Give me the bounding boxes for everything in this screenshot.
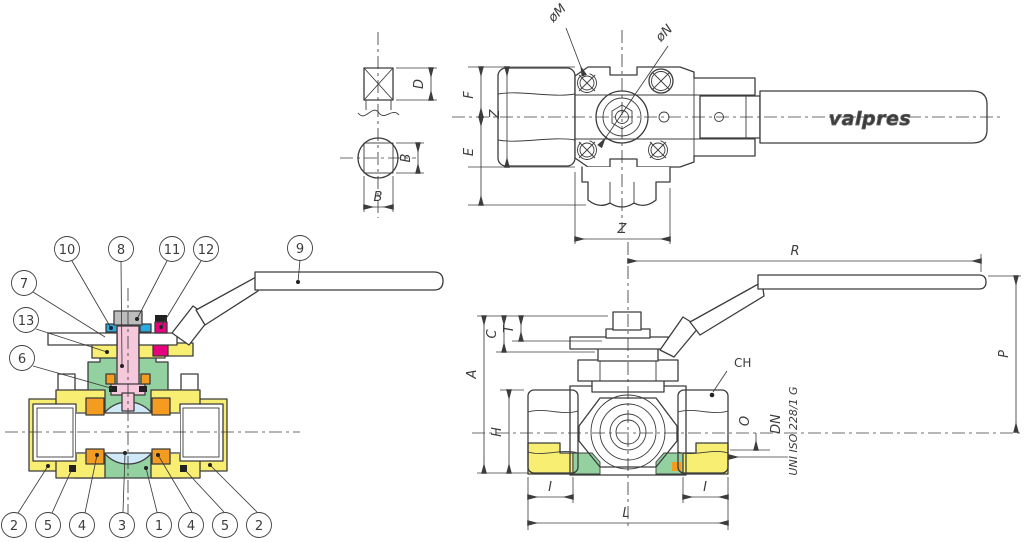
dim-label-z-bottom: Z [617, 222, 628, 237]
seat-bottom-left [85, 448, 105, 465]
dim-label-i-right: I [703, 480, 707, 495]
callout-7: 7 [11, 270, 37, 296]
dim-label-h: H [490, 427, 505, 437]
handle-grip-top [759, 90, 988, 144]
callout-1-label: 1 [155, 519, 163, 534]
valpres-logo: valpres [829, 108, 911, 130]
shaft-break [357, 100, 400, 117]
dim-label-r: R [790, 244, 799, 259]
dim-label-f: F [462, 91, 477, 99]
thrust-washer-left [105, 373, 116, 385]
bolt-hole-bottom-left [577, 140, 597, 160]
callout-6-label: 6 [18, 352, 26, 367]
thread-bore-right [179, 403, 224, 462]
section-view [5, 271, 444, 520]
dim-label-l: L [622, 506, 629, 521]
dim-label-c: C [485, 329, 500, 339]
callout-5-right: 5 [212, 512, 238, 538]
callout-2-right: 2 [246, 512, 272, 538]
side-connector-right [677, 389, 729, 474]
dim-label-b-bottom: B [374, 190, 383, 205]
top-bottom-port [581, 166, 671, 208]
callout-3-label: 3 [118, 519, 126, 534]
section-callout-leaders [17, 259, 301, 514]
hole-n [648, 68, 674, 94]
seat-bottom-right [151, 448, 171, 465]
seat-top-right [151, 397, 171, 416]
handle-arm [195, 275, 259, 326]
callout-9-label: 9 [296, 242, 304, 257]
side-handle-arm [689, 281, 765, 336]
callout-7-label: 7 [20, 277, 28, 292]
callout-13: 13 [13, 307, 39, 333]
dim-label-m: øM [545, 1, 570, 26]
top-view: valpres F E Z Z øM øN [452, 1, 1000, 244]
callout-2-left: 2 [1, 512, 27, 538]
side-handle-plate [569, 336, 669, 350]
callout-5l-label: 5 [44, 519, 52, 534]
stem-flats-square [363, 142, 394, 174]
dim-label-a: A [465, 370, 480, 380]
handle-grip-section [254, 271, 444, 291]
dim-label-t: T [502, 324, 517, 333]
thread-bore-left [32, 403, 77, 462]
callout-2l-label: 2 [10, 519, 18, 534]
side-cut-yellow-right [682, 442, 729, 475]
dim-label-p: P [997, 350, 1012, 358]
callout-2r-label: 2 [255, 519, 263, 534]
stem-round-section [357, 137, 399, 179]
callout-8: 8 [108, 236, 134, 262]
dim-label-d: D [412, 79, 427, 89]
dim-label-n: øN [652, 22, 676, 46]
thread-right-inner [182, 407, 220, 458]
callout-4-left: 4 [69, 512, 95, 538]
section-callouts: 10 8 11 12 9 7 13 6 2 5 4 3 1 4 5 2 [1, 235, 313, 538]
handle-plate-left [47, 332, 118, 346]
packing-right [139, 323, 152, 333]
stem-square-top [363, 67, 394, 101]
stem-detail-view: D B B [340, 32, 437, 218]
callout-4-right: 4 [178, 512, 204, 538]
seal-washer-black [155, 315, 167, 322]
callout-12: 12 [193, 236, 219, 262]
side-stem-top [612, 311, 642, 331]
callout-10-label: 10 [59, 243, 76, 258]
callout-11: 11 [159, 236, 185, 262]
stem-oring-right [139, 386, 147, 392]
callout-9: 9 [287, 235, 313, 261]
callout-4l-label: 4 [78, 519, 86, 534]
seat-top-left [85, 397, 105, 416]
callout-5-left: 5 [35, 512, 61, 538]
callout-5r-label: 5 [221, 519, 229, 534]
dim-label-b-side: B [399, 153, 414, 162]
side-view: CH R P A C T H I I L [465, 242, 1022, 530]
dim-label-e: E [462, 147, 477, 156]
callout-13-label: 13 [18, 314, 35, 329]
dim-label-z-side: Z [488, 108, 503, 119]
callout-10: 10 [54, 236, 80, 262]
callout-3: 3 [109, 512, 135, 538]
dim-label-dn: DN [769, 414, 784, 434]
callout-6: 6 [9, 345, 35, 371]
thread-left-inner [36, 407, 74, 458]
side-cut-yellow-left [527, 442, 574, 475]
side-handle-grip [757, 274, 987, 290]
dim-label-i-left: I [548, 480, 552, 495]
callout-12-label: 12 [198, 243, 215, 258]
thread-spec-label: UNI ISO 228/1 G [787, 386, 800, 475]
side-connector-left [527, 389, 579, 474]
callout-4r-label: 4 [187, 519, 195, 534]
bolt-hole-bottom-right [648, 140, 668, 160]
callout-8-label: 8 [117, 243, 125, 258]
dim-label-ch: CH [734, 356, 751, 370]
handle-plate-right [138, 332, 178, 346]
bolt-hole-top-left [577, 73, 597, 93]
dim-label-o: O [738, 416, 753, 426]
callout-11-label: 11 [164, 243, 181, 258]
side-boss-hex [578, 397, 678, 468]
callout-1: 1 [146, 512, 172, 538]
thrust-washer-right [140, 373, 151, 385]
